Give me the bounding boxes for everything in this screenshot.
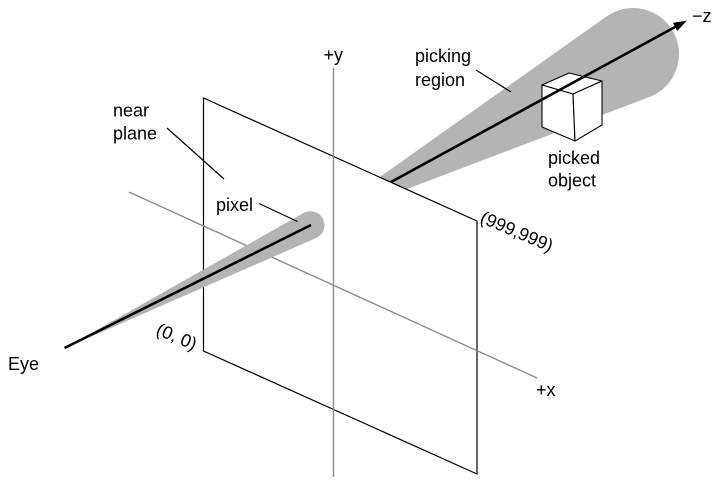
- x-axis-label: +x: [536, 380, 556, 400]
- picked-object-label-line2: object: [548, 171, 596, 191]
- near-plane-label-line1: near: [113, 101, 149, 121]
- z-axis-ray: [390, 25, 677, 184]
- picking-region-label-line1: picking: [415, 46, 471, 66]
- y-axis-label: +y: [324, 45, 344, 65]
- picking-region-group: [312, 8, 680, 225]
- cube-right-face: [572, 80, 603, 142]
- x-axis-line: [128, 191, 538, 379]
- eye-label: Eye: [8, 354, 39, 374]
- z-axis-label: −z: [692, 6, 712, 26]
- picking-region-leader-line: [475, 69, 512, 93]
- z-axis-group: [390, 20, 687, 184]
- origin-coordinate-label: (0, 0): [153, 319, 199, 354]
- picked-object-cube: [541, 72, 603, 142]
- picking-region-label-line2: region: [415, 70, 465, 90]
- picking-region-cone: [312, 8, 680, 225]
- near-plane-leader-line: [166, 127, 225, 180]
- picked-object-label-line1: picked: [548, 148, 600, 168]
- pixel-cone: [63, 211, 325, 349]
- pixel-cone-group: [63, 211, 325, 350]
- near-plane: [202, 97, 478, 475]
- pixel-leader-line: [258, 202, 298, 223]
- near-plane-label-line2: plane: [113, 124, 157, 144]
- eye-to-pixel-ray: [63, 223, 312, 350]
- z-axis-arrowhead-icon: [672, 20, 687, 31]
- max-coordinate-label: (999,999): [477, 207, 556, 256]
- pixel-label: pixel: [216, 195, 253, 215]
